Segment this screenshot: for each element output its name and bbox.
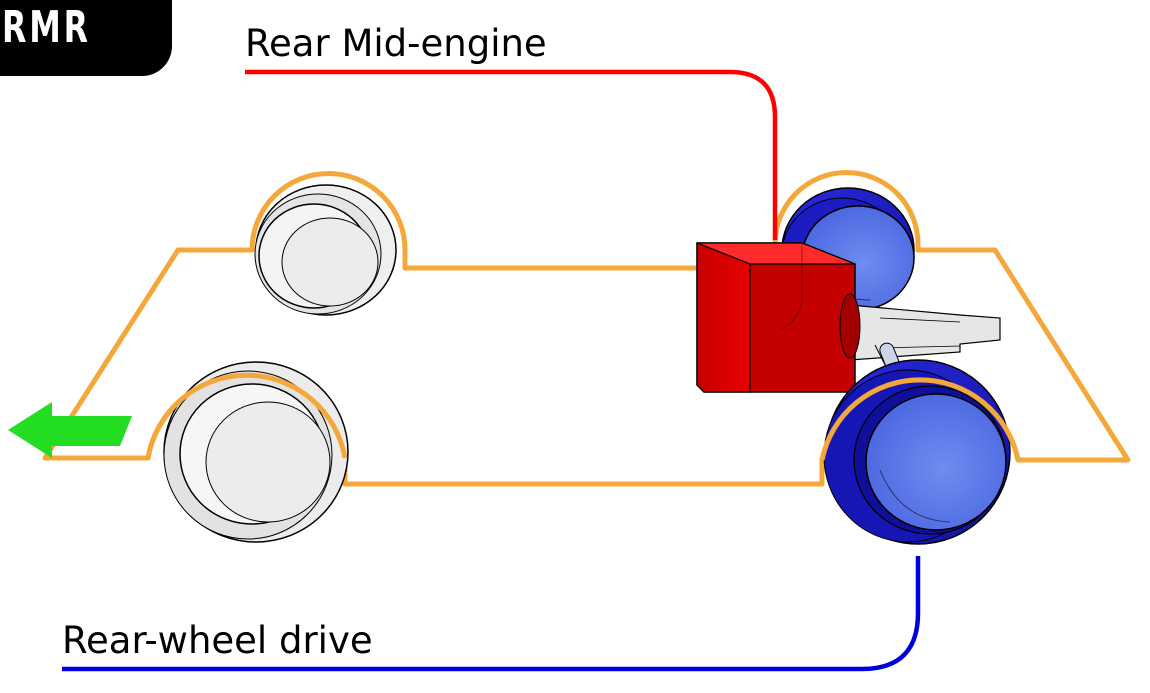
layout-badge: RMR	[0, 0, 172, 76]
front-right-wheel	[163, 361, 349, 543]
drive-type-label: Rear-wheel drive	[62, 619, 373, 662]
engine-block	[696, 242, 861, 393]
drive-leader-line	[62, 556, 921, 672]
rear-right-wheel	[823, 359, 1011, 545]
layout-code: RMR	[2, 2, 91, 53]
engine-leader-line	[245, 69, 778, 240]
engine-position-label: Rear Mid-engine	[245, 22, 547, 65]
front-left-wheel	[254, 184, 397, 316]
arrow-left-icon	[8, 402, 132, 458]
